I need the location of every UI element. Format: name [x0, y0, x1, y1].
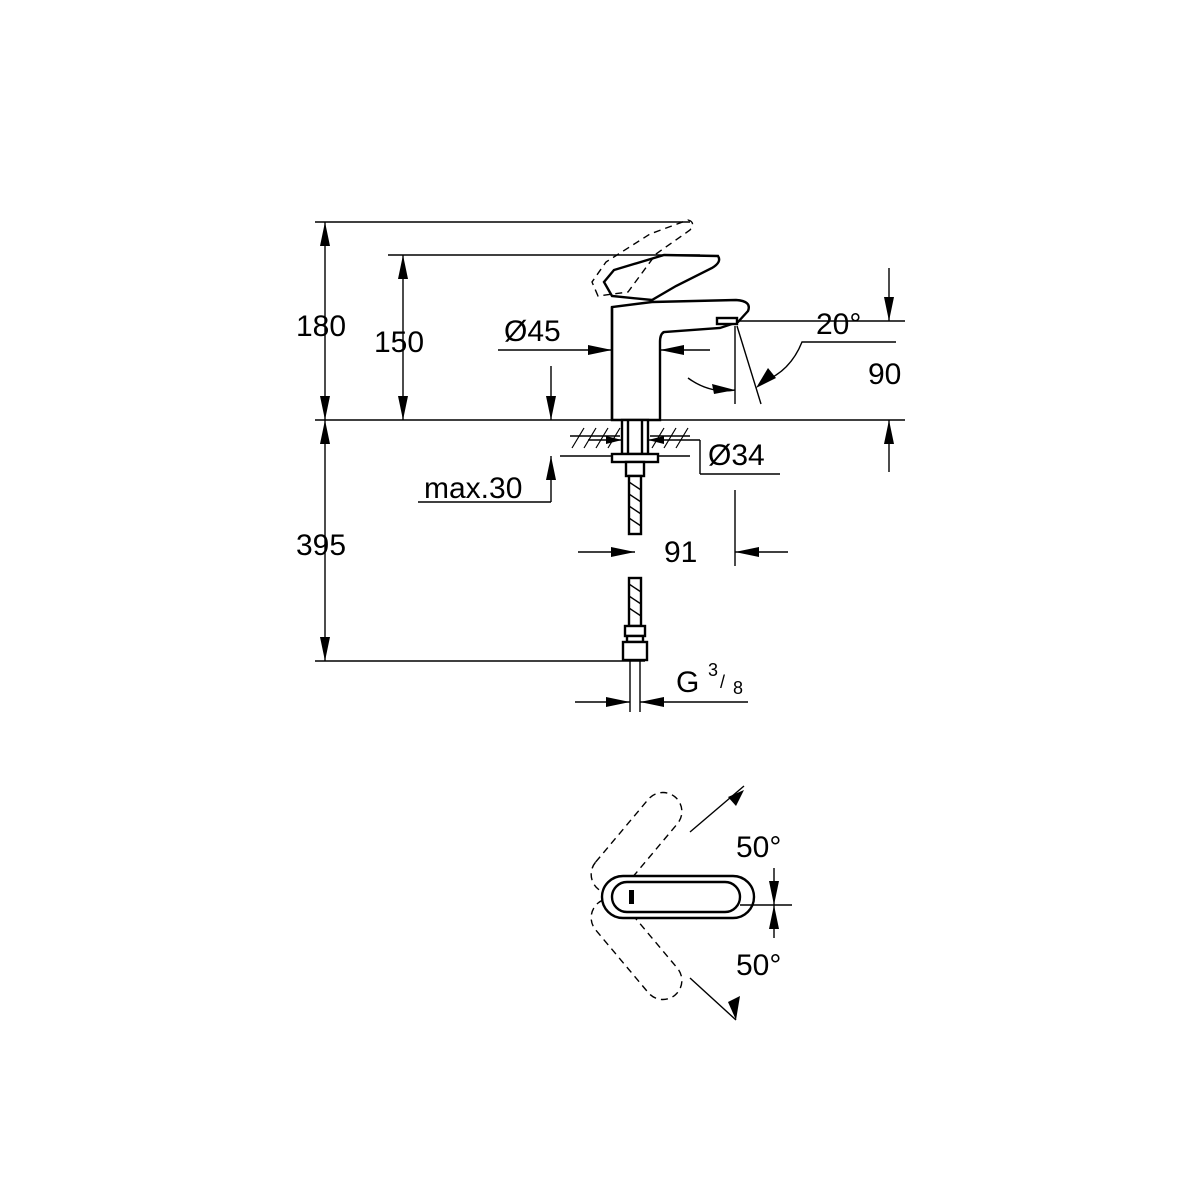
- faucet-body: [591, 219, 750, 422]
- dimension-91: 91: [578, 490, 788, 569]
- dimension-diameter-45: Ø45: [498, 315, 710, 355]
- lever-grip: [610, 880, 742, 914]
- lever-indicator: [629, 890, 634, 904]
- label-thread-numerator: 3: [708, 660, 718, 680]
- label-thread-g: G: [676, 666, 699, 699]
- lever-position-down: [590, 897, 683, 1001]
- top-view: 50° 50°: [590, 785, 792, 1021]
- label-90: 90: [868, 358, 901, 391]
- label-spout-angle: 20°: [816, 308, 861, 341]
- label-150: 150: [374, 326, 424, 359]
- flexible-hose: [621, 474, 649, 712]
- dimension-395: 395: [296, 420, 346, 661]
- dimension-diameter-34: Ø34: [588, 436, 780, 475]
- dimension-180: 180: [296, 222, 346, 420]
- label-thread-denominator: 8: [733, 678, 743, 698]
- dimension-90: 90: [868, 268, 901, 472]
- lever-position-up: [590, 791, 683, 895]
- label-rotation-down: 50°: [736, 949, 781, 982]
- mounting-assembly: [610, 418, 660, 478]
- dimension-max-30: max.30: [418, 366, 556, 505]
- label-rotation-up: 50°: [736, 831, 781, 864]
- rotation-dimension-up: 50°: [689, 785, 781, 905]
- label-diameter-45: Ø45: [504, 315, 561, 348]
- label-180: 180: [296, 310, 346, 343]
- label-diameter-34: Ø34: [708, 439, 765, 472]
- dimension-spout-angle: 20°: [687, 308, 896, 405]
- rotation-dimension-down: 50°: [689, 905, 781, 1021]
- label-91: 91: [664, 536, 697, 569]
- label-395: 395: [296, 529, 346, 562]
- label-thread-slash: /: [720, 672, 725, 692]
- dimension-150: 150: [374, 255, 424, 420]
- label-max-30: max.30: [424, 472, 522, 505]
- dimension-thread-g38: G 3 / 8: [575, 660, 748, 707]
- side-elevation-view: 180 150: [296, 219, 905, 712]
